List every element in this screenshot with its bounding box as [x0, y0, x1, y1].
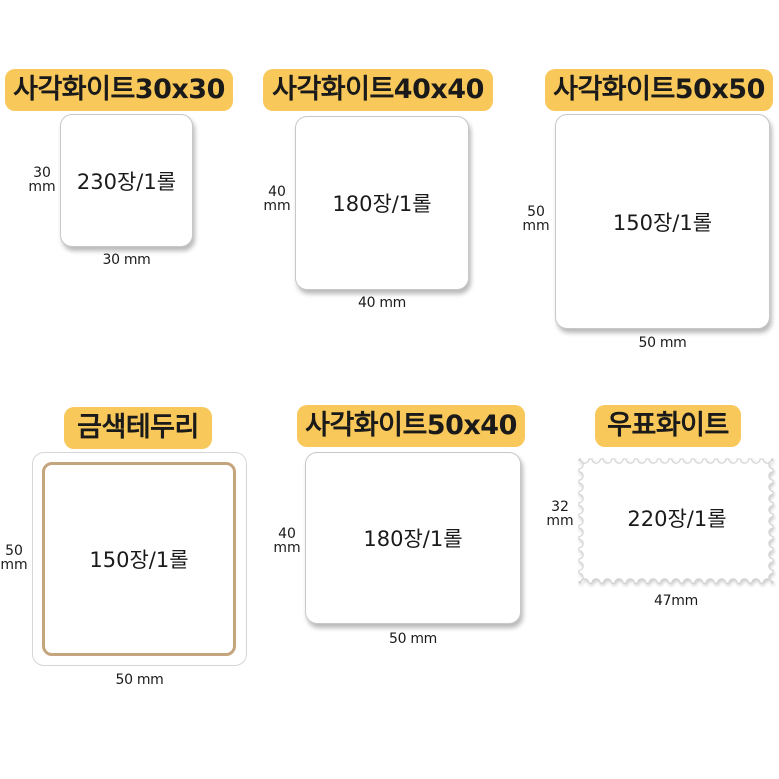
- product-title: 금색테두리: [64, 407, 212, 449]
- rect-label-50x40: 180장/1롤: [305, 452, 521, 624]
- square-label-30x30: 230장/1롤: [60, 114, 193, 247]
- gold-border-label: [32, 452, 247, 666]
- height-value: 32: [551, 499, 569, 515]
- roll-count: 180장/1롤: [363, 527, 463, 551]
- width-dimension: 30 mm: [102, 252, 151, 268]
- height-dimension: 32 mm: [540, 500, 580, 528]
- product-title: 사각화이트50x50: [545, 69, 773, 111]
- height-dimension: 30 mm: [22, 166, 62, 194]
- height-dimension: 40 mm: [267, 527, 307, 555]
- gold-border-frame: 150장/1롤: [42, 462, 236, 656]
- roll-count: 220장/1롤: [627, 506, 727, 531]
- product-title: 사각화이트40x40: [263, 69, 493, 111]
- roll-count: 150장/1롤: [89, 548, 189, 572]
- product-title: 우표화이트: [595, 405, 741, 447]
- stamp-label: [578, 458, 774, 584]
- roll-count: 230장/1롤: [76, 169, 177, 194]
- height-value: 30: [33, 165, 51, 181]
- height-unit: mm: [522, 218, 550, 234]
- height-unit: mm: [263, 198, 291, 214]
- stamp-perforated-edge: [578, 458, 774, 584]
- width-dimension: 40 mm: [357, 295, 407, 311]
- product-title: 사각화이트50x40: [297, 405, 525, 447]
- roll-count: 150장/1롤: [612, 210, 713, 235]
- width-dimension: 50 mm: [388, 631, 438, 647]
- height-value: 50: [527, 204, 545, 220]
- height-dimension: 50 mm: [0, 544, 34, 572]
- width-dimension: 50 mm: [115, 672, 164, 688]
- height-unit: mm: [273, 540, 301, 556]
- height-unit: mm: [28, 179, 56, 195]
- width-dimension: 50 mm: [638, 335, 687, 351]
- height-unit: mm: [546, 513, 574, 529]
- height-value: 40: [278, 526, 296, 542]
- height-value: 40: [268, 184, 286, 200]
- width-dimension: 47mm: [654, 593, 698, 609]
- square-label-50x50: 150장/1롤: [555, 114, 770, 329]
- square-label-40x40: 180장/1롤: [295, 116, 469, 290]
- height-unit: mm: [0, 557, 28, 573]
- roll-count: 180장/1롤: [332, 192, 432, 216]
- height-value: 50: [5, 543, 23, 559]
- product-title: 사각화이트30x30: [5, 69, 233, 111]
- height-dimension: 50 mm: [516, 205, 556, 233]
- height-dimension: 40 mm: [257, 185, 297, 213]
